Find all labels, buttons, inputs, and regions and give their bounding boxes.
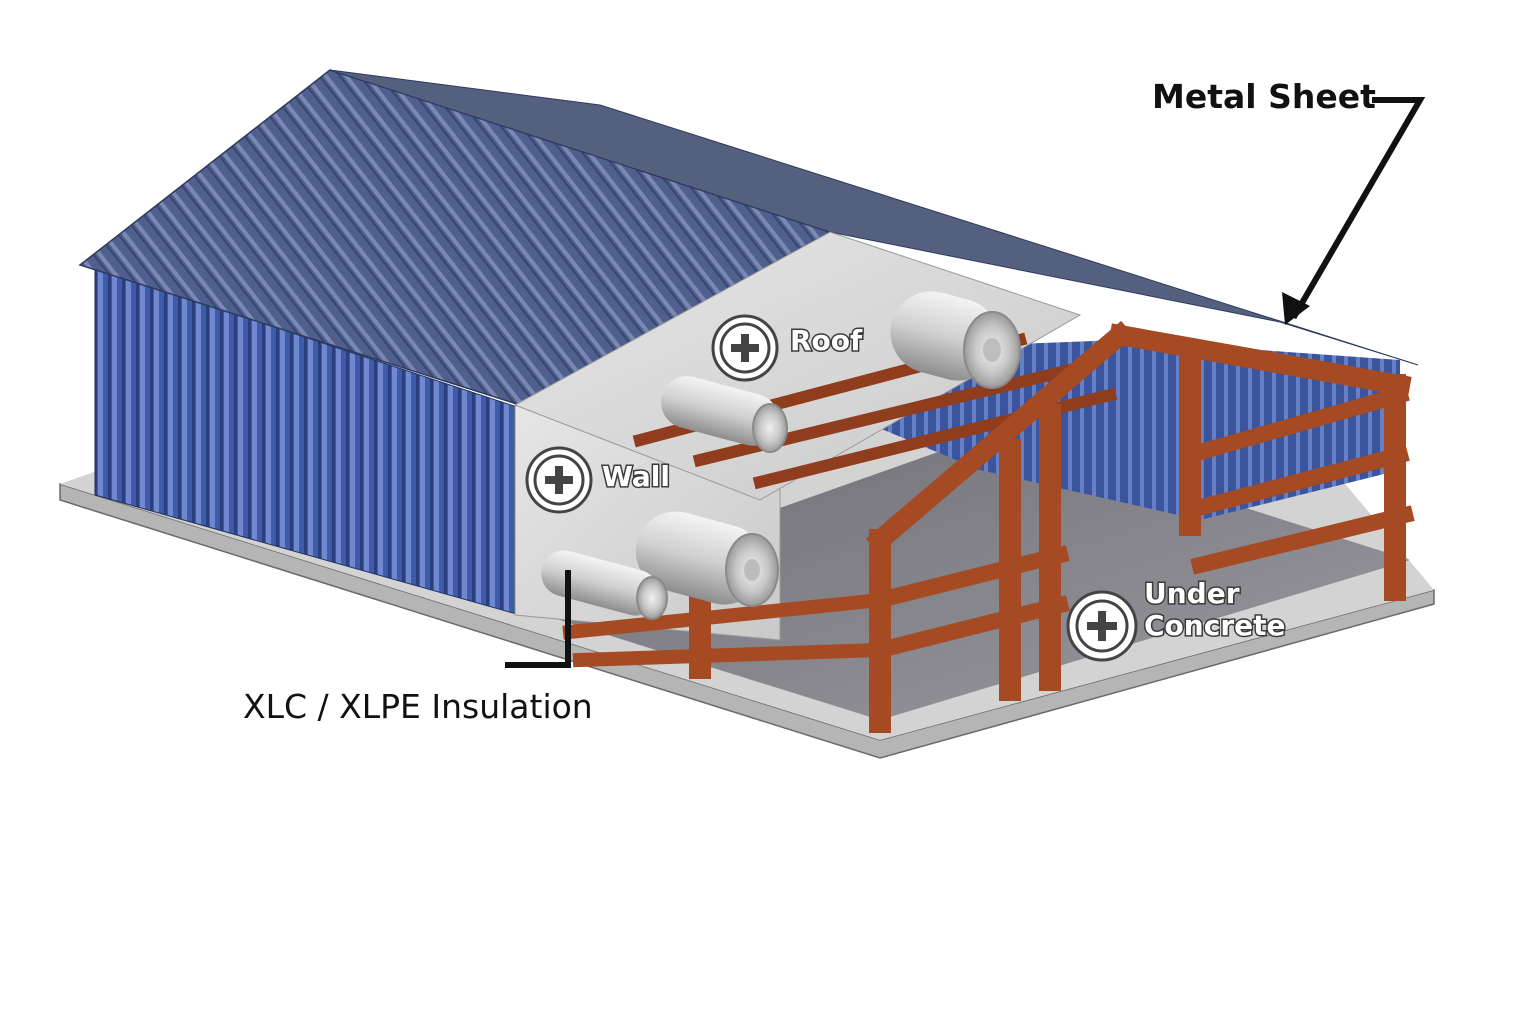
roll-roof-top: [890, 291, 1021, 389]
wall-label: Wall: [602, 460, 670, 493]
insulation-label: XLC / XLPE Insulation: [243, 687, 593, 726]
metal-sheet-label: Metal Sheet: [1152, 77, 1376, 116]
roof-metal-far: [329, 69, 1419, 366]
roll-wall-top: [635, 511, 779, 607]
plus-circle-icon-under-concrete: [1066, 590, 1138, 662]
under-label: Under: [1144, 577, 1240, 610]
insulation-leader-line: [505, 570, 571, 668]
arrow-head: [1282, 292, 1310, 325]
plus-circle-icon-wall: [525, 446, 593, 514]
roll-roof-low: [661, 376, 788, 453]
plus-circle-icon-roof: [711, 314, 779, 382]
concrete-label: Concrete: [1144, 609, 1286, 642]
insulation-roll-icon: [541, 291, 1021, 620]
roof-label: Roof: [790, 324, 863, 357]
arrow-icon: [1290, 97, 1426, 320]
roll-wall-low: [541, 550, 668, 620]
